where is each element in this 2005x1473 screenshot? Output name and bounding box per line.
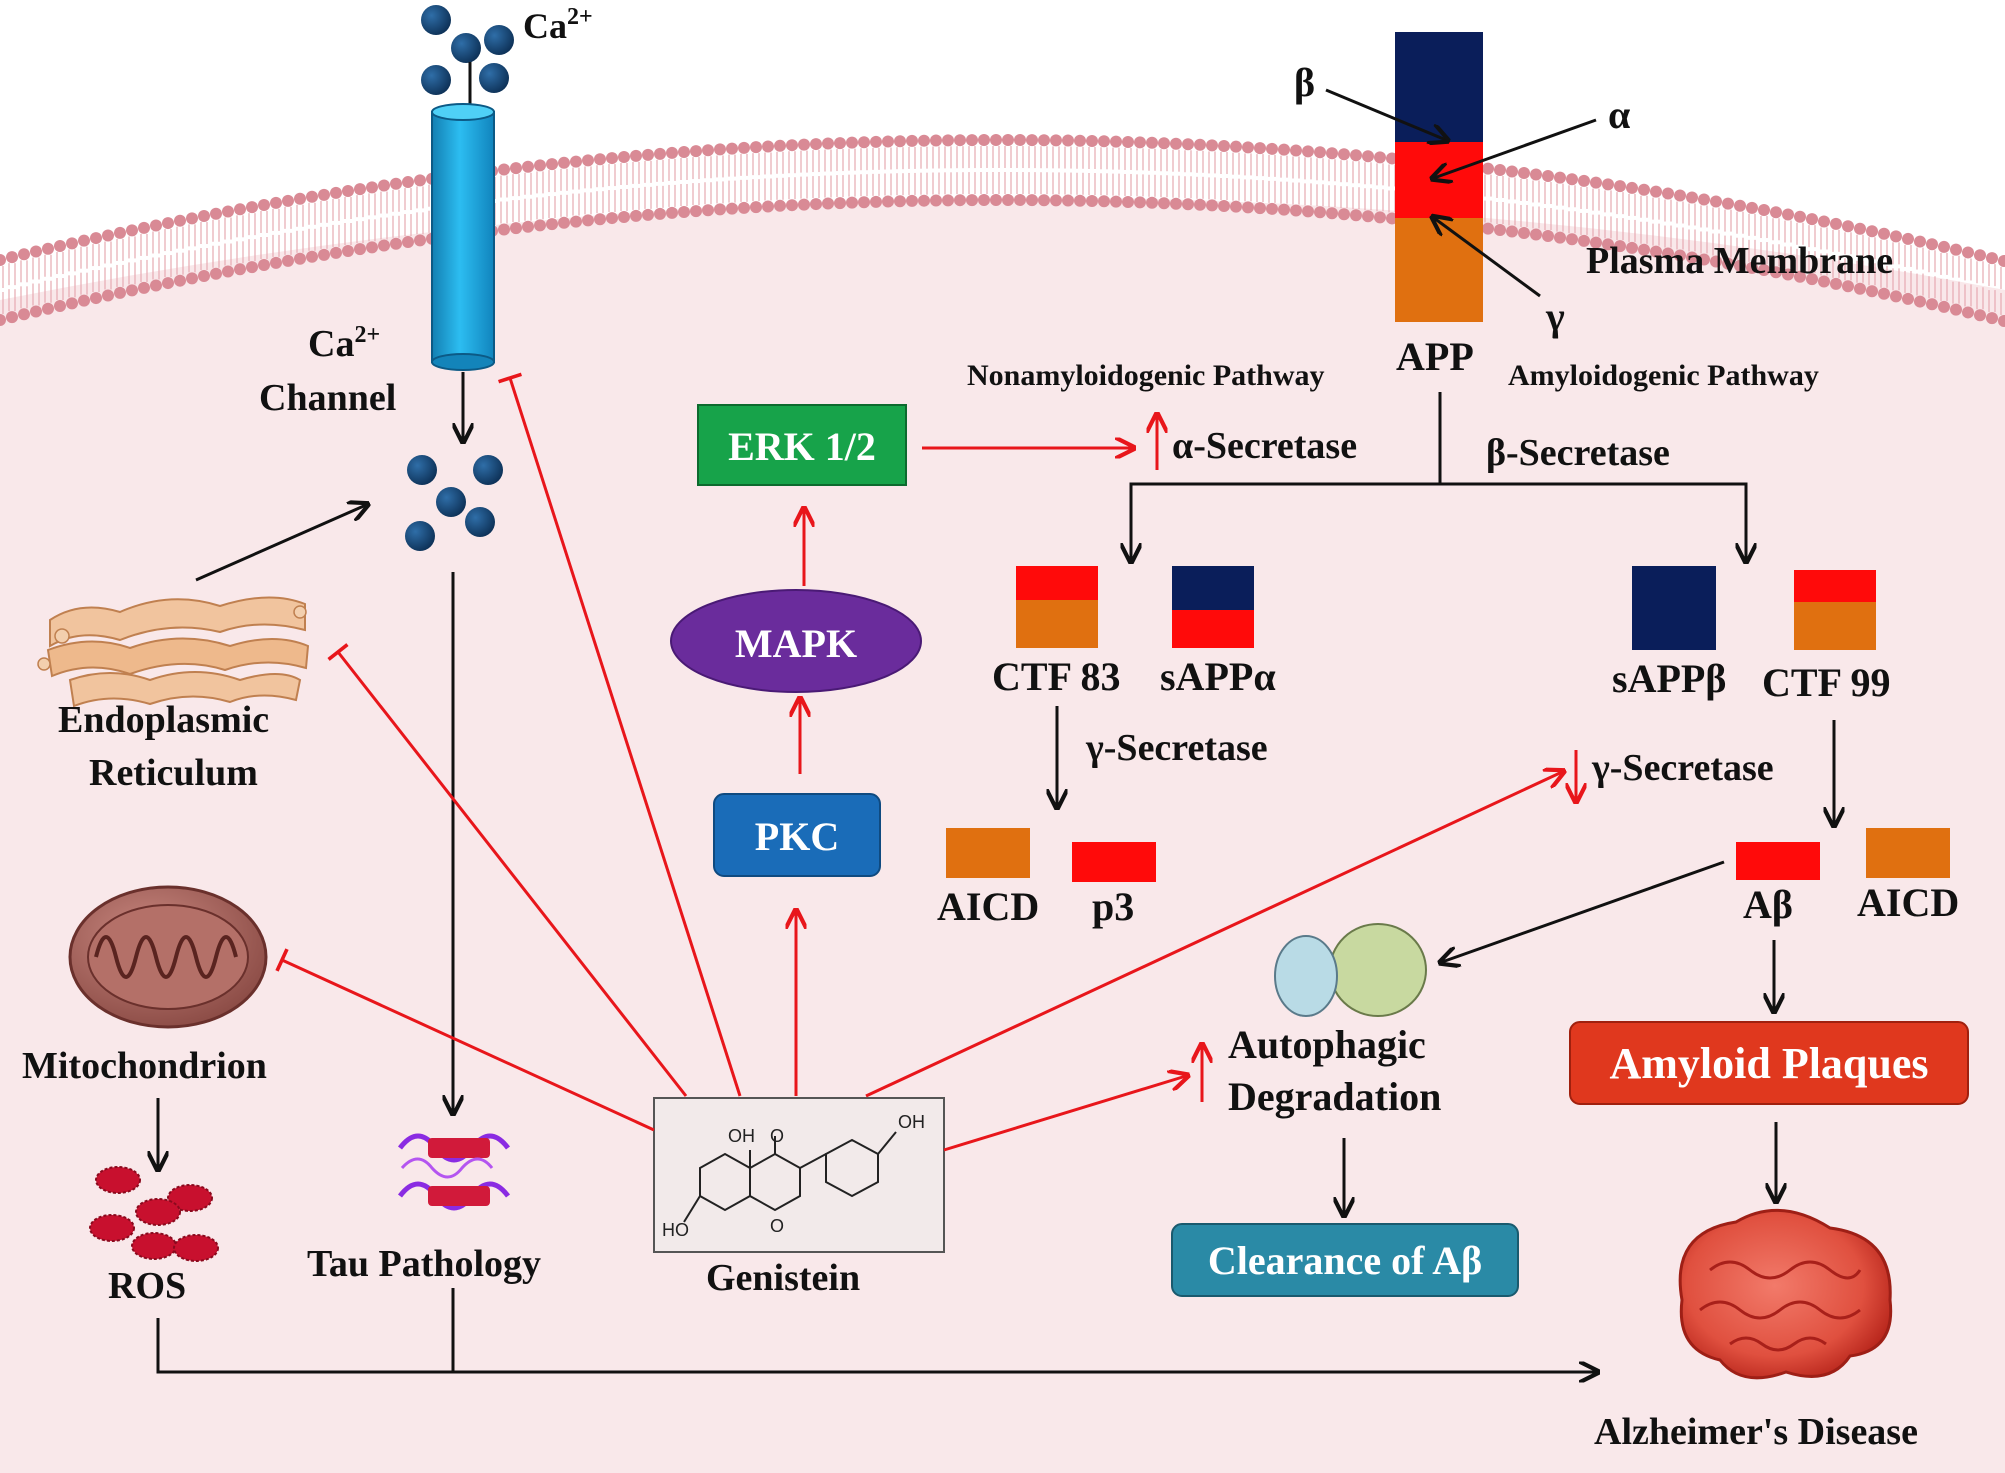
aicd-right-fragment — [1866, 828, 1950, 878]
ros-particles — [89, 1166, 219, 1262]
svg-text:OH: OH — [728, 1126, 755, 1146]
nonamyloidogenic-pathway-label: Nonamyloidogenic Pathway — [967, 359, 1325, 392]
autophagosome-icon — [1274, 923, 1427, 1017]
calcium-ions-intracellular — [405, 455, 503, 551]
gamma-cleavage-arrow — [1434, 218, 1541, 298]
pkc-label: PKC — [755, 814, 839, 859]
app-label: APP — [1396, 334, 1474, 379]
alpha-cleavage-arrow — [1434, 118, 1597, 178]
gamma-secretase-right-label: γ-Secretase — [1591, 747, 1774, 789]
tau-pathology-label: Tau Pathology — [307, 1243, 541, 1285]
ctf83-label: CTF 83 — [992, 654, 1121, 699]
amyloid-plaques-label: Amyloid Plaques — [1609, 1039, 1928, 1088]
plasma-membrane-label: Plasma Membrane — [1586, 240, 1893, 282]
sappa-fragment — [1172, 566, 1254, 648]
ctf99-label: CTF 99 — [1762, 660, 1891, 705]
mapk-label: MAPK — [735, 621, 857, 666]
genistein-structure-box: OH O OH HO O — [653, 1097, 945, 1253]
ca-channel-label-line2: Channel — [259, 377, 396, 419]
clearance-label: Clearance of Aβ — [1208, 1238, 1482, 1283]
aicd-left-fragment — [946, 828, 1030, 878]
aicd-left-label: AICD — [937, 884, 1039, 929]
genistein-inhibits-calcium-line — [498, 372, 742, 1097]
sappb-label: sAPPβ — [1612, 656, 1726, 701]
p3-label: p3 — [1092, 884, 1134, 929]
autophagic-label-line1: Autophagic — [1228, 1022, 1426, 1067]
abeta-label: Aβ — [1743, 882, 1793, 927]
p3-fragment — [1072, 842, 1156, 882]
tau-pathology-icon — [398, 1133, 510, 1211]
beta-cleavage-label: β — [1294, 60, 1315, 105]
gamma-secretase-left-label: γ-Secretase — [1085, 727, 1268, 769]
ros-label: ROS — [108, 1265, 186, 1307]
genistein-inhibits-er-line — [327, 643, 688, 1097]
genistein-to-gamma-secretase-arrow — [865, 772, 1562, 1098]
app-to-sappb-arrow — [1440, 482, 1746, 560]
calcium-ions-extracellular — [421, 5, 514, 112]
svg-text:O: O — [770, 1126, 784, 1146]
mapk-ellipse — [670, 589, 922, 693]
genistein-label: Genistein — [706, 1257, 860, 1299]
erk-box — [697, 404, 907, 486]
pkc-box — [713, 793, 881, 877]
aicd-right-label: AICD — [1857, 880, 1959, 925]
ctf83-fragment — [1016, 566, 1098, 648]
beta-cleavage-arrow — [1325, 88, 1446, 140]
amyloid-plaques-box — [1569, 1021, 1969, 1105]
ros-tau-to-ad-arrow — [156, 1318, 1596, 1372]
brain-icon — [1678, 1208, 1893, 1380]
er-release-arrow — [195, 505, 366, 582]
alpha-secretase-label: α-Secretase — [1172, 425, 1357, 467]
mitochondrion-icon — [68, 885, 268, 1029]
abeta-to-autophagy-arrow — [1442, 860, 1725, 962]
clearance-box — [1171, 1223, 1519, 1297]
amyloidogenic-pathway-label: Amyloidogenic Pathway — [1508, 359, 1819, 392]
erk-label: ERK 1/2 — [728, 424, 876, 469]
abeta-fragment — [1736, 842, 1820, 880]
genistein-to-autophagy-arrow — [943, 1076, 1186, 1152]
beta-secretase-label: β-Secretase — [1486, 432, 1670, 474]
ctf99-fragment — [1794, 570, 1876, 650]
genistein-inhibits-mito-line — [275, 948, 655, 1132]
svg-text:OH: OH — [898, 1112, 925, 1132]
autophagic-label-line2: Degradation — [1228, 1074, 1441, 1119]
gamma-cleavage-label: γ — [1545, 294, 1565, 339]
mitochondrion-label: Mitochondrion — [22, 1045, 267, 1087]
er-label-line2: Reticulum — [89, 752, 258, 794]
alzheimers-disease-label: Alzheimer's Disease — [1594, 1411, 1918, 1453]
ca-extracellular-label: Ca2+ — [523, 4, 593, 46]
alpha-cleavage-label: α — [1608, 92, 1630, 137]
ca-channel-label-line1: Ca2+ — [308, 322, 380, 365]
svg-text:O: O — [770, 1216, 784, 1236]
svg-text:HO: HO — [662, 1220, 689, 1240]
sappb-fragment — [1632, 566, 1716, 650]
sappa-label: sAPPα — [1160, 654, 1276, 699]
app-to-ctf83-arrow — [1131, 482, 1440, 560]
endoplasmic-reticulum-icon — [37, 596, 310, 708]
calcium-channel — [431, 103, 495, 371]
er-label-line1: Endoplasmic — [58, 699, 269, 741]
